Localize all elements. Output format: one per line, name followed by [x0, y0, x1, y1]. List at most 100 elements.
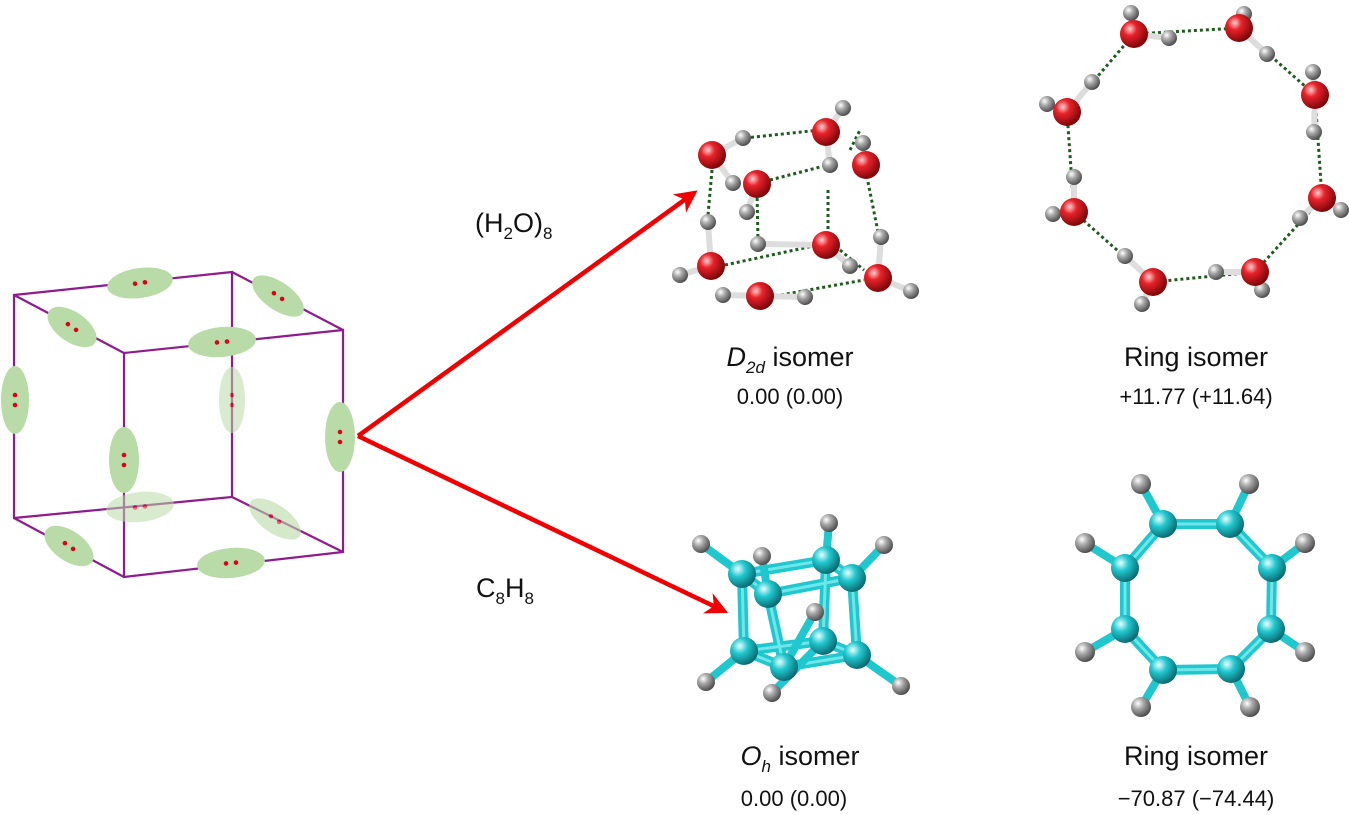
cube-diagram — [1, 267, 355, 579]
arrow-to-cubane — [357, 433, 729, 614]
hydrogen-atom — [1045, 206, 1061, 222]
hydrogen-atom — [842, 258, 858, 274]
carbon-atom — [838, 564, 866, 592]
electron-dot — [132, 505, 138, 510]
electron-dot — [268, 513, 274, 519]
hydrogen-atom — [820, 514, 838, 532]
carbon-atom — [1257, 615, 1285, 643]
oxygen-atom — [1308, 184, 1336, 212]
electron-dot — [276, 519, 282, 525]
hydrogen-atom — [1066, 169, 1082, 185]
hydrogen-atom — [1208, 264, 1224, 280]
oxygen-atom — [1139, 268, 1167, 296]
electron-dot — [142, 504, 148, 509]
electron-dot — [62, 540, 68, 546]
electron-dot — [121, 452, 127, 458]
oxygen-atom — [1301, 81, 1329, 109]
electron-dot — [337, 429, 343, 435]
lone-pair-ellipse — [44, 525, 94, 567]
electron-dot — [65, 321, 71, 327]
lone-pair-ellipses — [1, 267, 355, 579]
electron-dot — [12, 392, 18, 398]
d2d-isomer-energy: 0.00 (0.00) — [737, 384, 843, 409]
hydrogen-atom — [1254, 282, 1270, 298]
hydrogen-atom — [750, 236, 766, 252]
oxygen-atom — [812, 231, 840, 259]
oxygen-atom — [1060, 198, 1088, 226]
electron-dot — [223, 561, 229, 566]
lone-pair — [188, 326, 256, 358]
oxygen-atom — [1241, 258, 1269, 286]
hydrogen-atom — [1075, 533, 1095, 553]
carbon-atom — [843, 641, 871, 669]
electron-dot — [233, 560, 239, 565]
lone-pair-ellipse — [325, 402, 355, 472]
carbon-atom — [1258, 554, 1286, 582]
lone-pair — [1, 366, 29, 434]
electron-dot — [271, 290, 277, 296]
lone-pair — [44, 525, 94, 567]
hydrogen-atom — [1084, 74, 1100, 90]
cc-bond-highlight — [740, 558, 828, 576]
hydrogen-atom — [903, 283, 919, 299]
hydrogen-atom — [1075, 642, 1095, 662]
hydrogen-atom — [1259, 46, 1275, 62]
hydrogen-atom — [697, 673, 715, 691]
water-octamer-d2d-molecule — [672, 100, 919, 310]
hydrogen-bond — [706, 169, 714, 216]
lone-pair — [197, 547, 265, 579]
hydrogen-bond — [839, 248, 865, 272]
hydrocarbon-ring-isomer-energy: −70.87 (−74.44) — [1118, 786, 1275, 811]
hydrogen-bond — [744, 128, 821, 140]
lone-pair-ellipse — [219, 367, 245, 433]
oxygen-atom — [698, 141, 726, 169]
oxygen-atom — [864, 264, 892, 292]
hydrogen-atom — [1134, 296, 1150, 312]
hydrogen-atom — [855, 135, 871, 151]
hydrogen-atom — [806, 603, 824, 621]
lone-pair-ellipse — [106, 491, 174, 523]
carbon-atom — [1149, 510, 1177, 538]
hydrogen-bond — [755, 191, 760, 241]
hydrogen-atom — [1295, 533, 1315, 553]
hydrogen-atom — [892, 677, 910, 695]
carbon-atom — [1111, 615, 1139, 643]
hydrogen-bond — [724, 243, 819, 267]
hydrogen-atom — [692, 535, 710, 553]
electron-dot — [229, 392, 235, 398]
hydrogen-atom — [763, 684, 781, 702]
carbon-atom — [1217, 655, 1245, 683]
electron-dot — [279, 296, 285, 302]
hydrogen-atom — [1131, 697, 1151, 717]
reaction-arrows — [356, 190, 729, 614]
electron-dot — [73, 327, 79, 333]
hydrogen-bond — [774, 278, 865, 298]
hydrocarbon-ring-isomer-title: Ring isomer — [1124, 741, 1268, 771]
electron-dot — [70, 546, 76, 552]
hydrogen-atom — [715, 287, 731, 303]
carbon-atom — [754, 580, 782, 608]
hydrogen-atom — [753, 547, 771, 565]
hydrogen-atom — [1240, 697, 1260, 717]
hydrogen-bond — [866, 181, 880, 233]
oh-isomer-title: Oh isomer — [741, 741, 860, 776]
electron-dot — [337, 439, 343, 445]
hydrogen-bond — [1065, 111, 1076, 213]
oxygen-atom — [746, 282, 774, 310]
hydrogen-atom — [835, 100, 851, 116]
lone-pair-ellipse — [107, 267, 173, 299]
d2d-isomer-title: D2d isomer — [727, 342, 854, 377]
lone-pair — [249, 498, 301, 540]
hydrogen-atom — [700, 214, 716, 230]
lone-pair — [107, 267, 173, 299]
hydrogen-bond — [1253, 196, 1324, 274]
water-ring-isomer-energy: +11.77 (+11.64) — [1119, 384, 1272, 409]
lone-pair — [47, 306, 97, 348]
hydrogen-atom — [1295, 642, 1315, 662]
lone-pair-ellipse — [109, 427, 139, 493]
lone-pair — [106, 491, 174, 523]
carbon-atom — [730, 637, 758, 665]
hydrogen-atom — [739, 204, 755, 220]
electron-dot — [121, 462, 127, 468]
